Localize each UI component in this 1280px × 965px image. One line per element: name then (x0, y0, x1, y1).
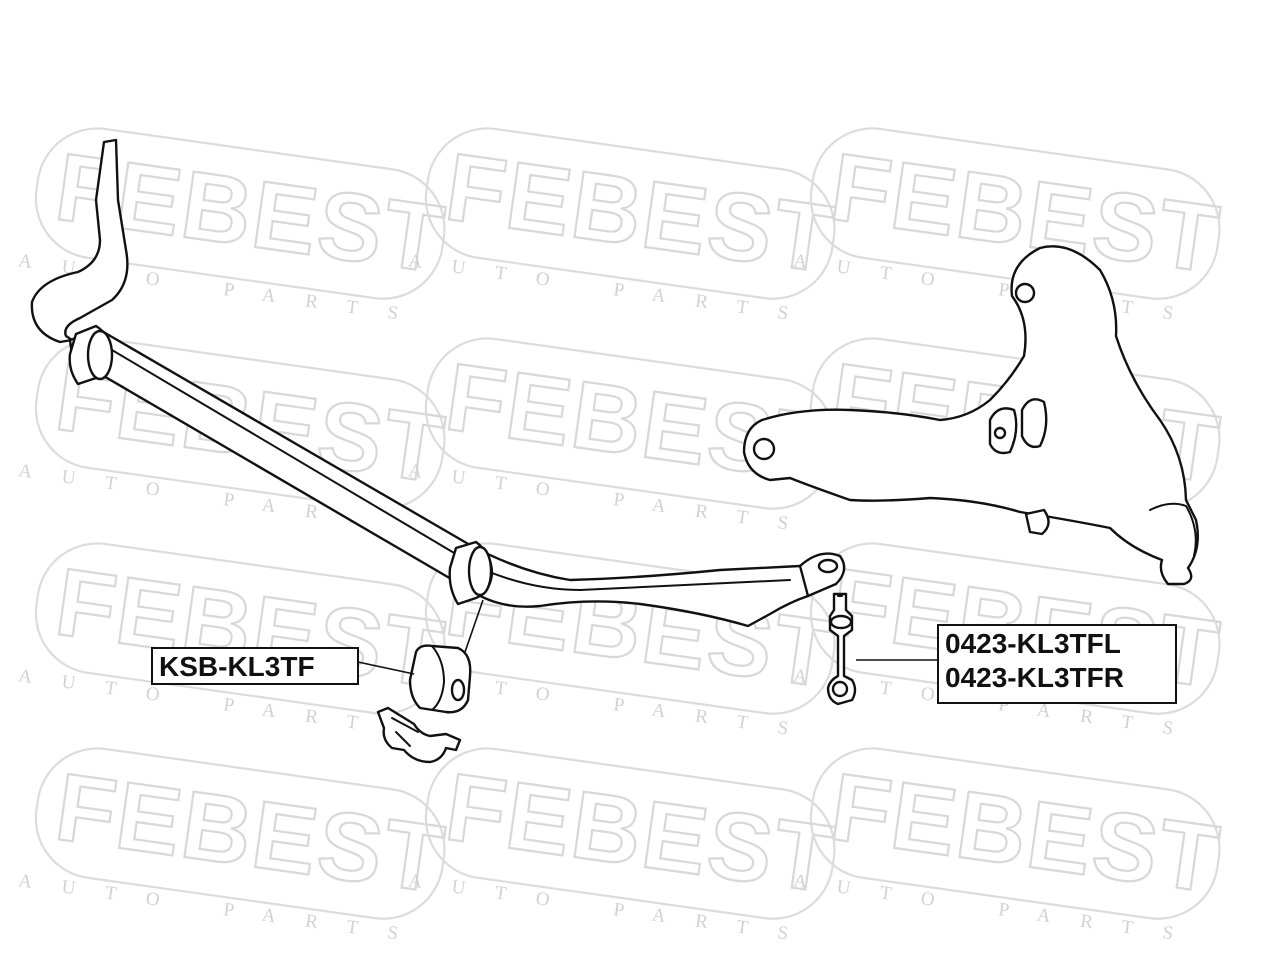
control-arm (742, 245, 1199, 586)
bushing-part-code: KSB-KL3TF (159, 651, 315, 682)
link-part-code-right: 0423-KL3TFR (945, 662, 1124, 693)
stabilizer-link (826, 592, 857, 706)
leader-bushing (357, 661, 415, 675)
watermark-frame (424, 542, 836, 715)
stabilizer-bar (30, 138, 846, 628)
stabilizer-bushing (408, 599, 484, 714)
callout-bushing: KSB-KL3TF (151, 647, 359, 685)
watermark-frame (809, 127, 1221, 300)
callout-link: 0423-KL3TFL 0423-KL3TFR (937, 624, 1177, 704)
link-part-code-left: 0423-KL3TFL (945, 628, 1121, 659)
bushing-bracket (376, 706, 462, 764)
watermark-frame (424, 747, 836, 920)
watermark-frame (424, 127, 836, 300)
watermark-frame (809, 747, 1221, 920)
